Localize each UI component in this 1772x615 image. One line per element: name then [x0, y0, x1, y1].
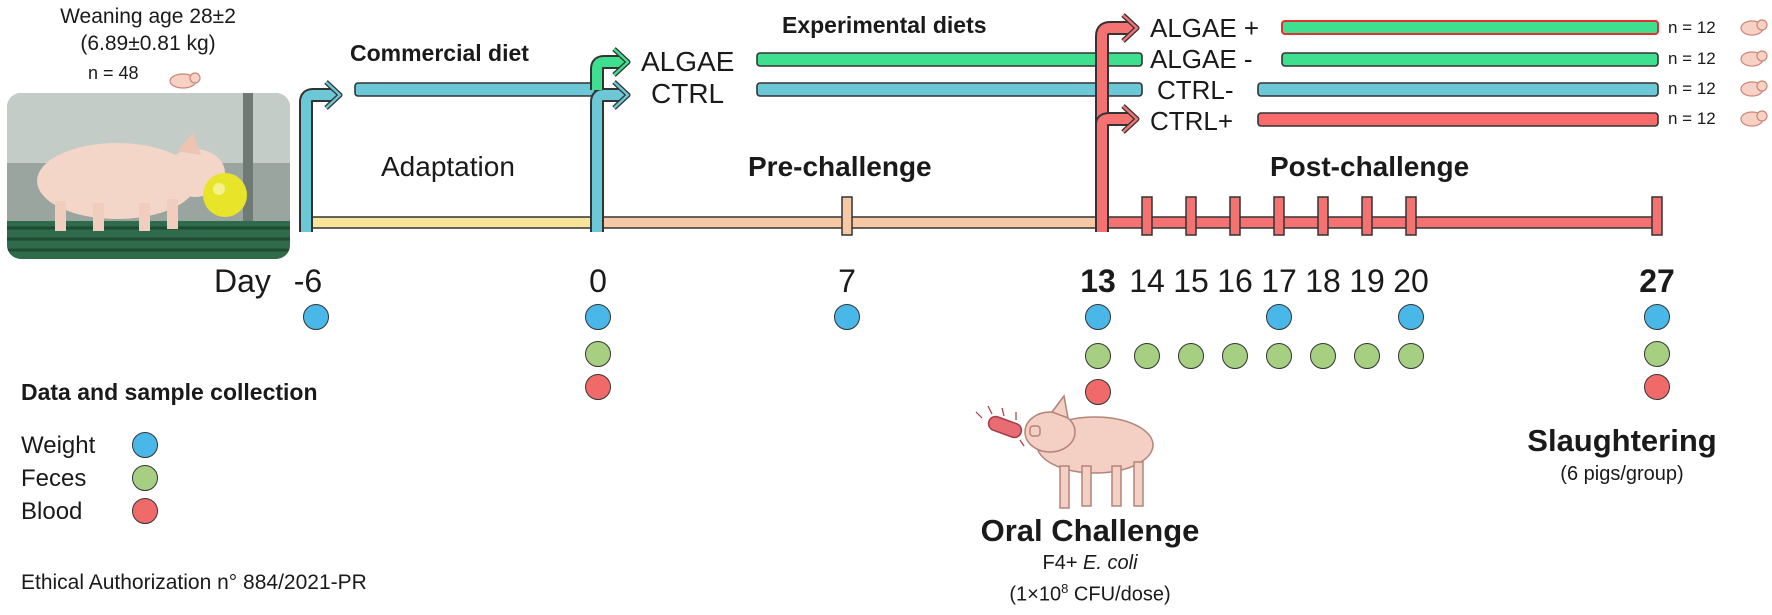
- day-label: 7: [838, 263, 856, 299]
- feces-dot: [1354, 343, 1380, 369]
- day-label: 27: [1639, 263, 1675, 299]
- pre-group-ctrl-label: CTRL: [651, 78, 725, 109]
- post-challenge-label: Post-challenge: [1270, 151, 1470, 182]
- weight-dot: [1085, 304, 1111, 330]
- tick-day-18: [1317, 196, 1329, 236]
- day-label: 18: [1305, 263, 1341, 299]
- feces-dot: [1222, 343, 1248, 369]
- tick-day-14: [1141, 196, 1153, 236]
- ctrl-diet-bar: [756, 82, 1143, 97]
- day-label: 15: [1173, 263, 1209, 299]
- feces-dot: [1134, 343, 1160, 369]
- pig-icon: [1740, 19, 1768, 36]
- challenge-strain: F4+ E. coli: [1042, 552, 1138, 574]
- day-label: 16: [1217, 263, 1253, 299]
- group-bar-ctrl-plus: [1257, 112, 1659, 127]
- pre-group-algae-label: ALGAE: [641, 46, 735, 77]
- weaning-weight-text: (6.89±0.81 kg): [80, 32, 216, 55]
- legend-blood-label: Blood: [21, 498, 83, 525]
- day-axis-label: Day: [214, 263, 271, 299]
- slaughtering-title: Slaughtering: [1527, 423, 1717, 458]
- feces-dot: [1398, 343, 1424, 369]
- weight-dot: [1266, 304, 1292, 330]
- tick-day-19: [1361, 196, 1373, 236]
- day-label: 20: [1393, 263, 1429, 299]
- commercial-diet-bar: [354, 82, 596, 97]
- adaptation-line: [311, 216, 594, 229]
- weight-dot: [303, 304, 329, 330]
- weight-dot: [834, 304, 860, 330]
- feces-dot: [1085, 343, 1111, 369]
- weight-dot: [1398, 304, 1424, 330]
- legend-weight-dot: [132, 432, 158, 458]
- slaughtering-note: (6 pigs/group): [1560, 463, 1684, 485]
- ethics-text: Ethical Authorization n° 884/2021-PR: [21, 571, 367, 594]
- legend-blood-dot: [132, 498, 158, 524]
- piglet-photo: [7, 93, 290, 259]
- tick-day-17: [1273, 196, 1285, 236]
- group-label-ctrl-minus: CTRL-: [1157, 75, 1234, 105]
- commercial-diet-label: Commercial diet: [350, 40, 529, 66]
- pig-icon: [169, 72, 201, 89]
- feces-dot: [1644, 341, 1670, 367]
- weaning-age-text: Weaning age 28±2: [60, 5, 236, 28]
- day-label: 14: [1129, 263, 1165, 299]
- post-challenge-line: [1096, 216, 1658, 229]
- tick-day-27: [1651, 196, 1663, 236]
- pig-illustration: [1024, 394, 1154, 509]
- day-label: 17: [1261, 263, 1297, 299]
- legend-feces-dot: [132, 465, 158, 491]
- blood-dot: [585, 374, 611, 400]
- pig-icon: [1740, 110, 1768, 127]
- day-label: 19: [1349, 263, 1385, 299]
- feces-dot: [1178, 343, 1204, 369]
- pig-icon: [1740, 80, 1768, 97]
- group-label-algae-minus: ALGAE -: [1150, 44, 1253, 74]
- pre-challenge-label: Pre-challenge: [748, 151, 932, 182]
- feces-dot: [1266, 343, 1292, 369]
- adaptation-label: Adaptation: [381, 151, 515, 182]
- feces-dot: [1310, 343, 1336, 369]
- group-label-algae-plus: ALGAE +: [1150, 13, 1260, 43]
- weight-dot: [1644, 304, 1670, 330]
- experimental-diets-label: Experimental diets: [782, 12, 987, 38]
- day-label: 0: [589, 263, 607, 299]
- tick-day-7: [841, 196, 853, 236]
- tick-day-16: [1229, 196, 1241, 236]
- group-bar-algae-minus: [1281, 52, 1659, 67]
- oral-challenge-title: Oral Challenge: [980, 513, 1200, 548]
- day-label: 13: [1080, 263, 1116, 299]
- group-n-algae-minus: n = 12: [1668, 49, 1716, 68]
- legend-weight-label: Weight: [21, 432, 96, 459]
- group-n-ctrl-minus: n = 12: [1668, 79, 1716, 98]
- blood-dot: [1085, 379, 1111, 405]
- group-bar-ctrl-minus: [1257, 82, 1659, 97]
- legend-feces-label: Feces: [21, 465, 87, 492]
- feces-dot: [585, 341, 611, 367]
- legend-title: Data and sample collection: [21, 379, 318, 405]
- pig-icon: [1740, 50, 1768, 67]
- algae-diet-bar: [756, 52, 1143, 67]
- challenge-dose: (1×108 CFU/dose): [1009, 581, 1171, 606]
- group-label-ctrl-plus: CTRL+: [1150, 106, 1234, 136]
- tick-day-15: [1185, 196, 1197, 236]
- weight-dot: [585, 304, 611, 330]
- initial-n-text: n = 48: [88, 63, 139, 83]
- tick-day-20: [1405, 196, 1417, 236]
- day-label: -6: [293, 263, 323, 299]
- group-n-ctrl-plus: n = 12: [1668, 109, 1716, 128]
- blood-dot: [1644, 374, 1670, 400]
- group-n-algae-plus: n = 12: [1668, 18, 1716, 37]
- group-bar-algae-plus: [1281, 20, 1659, 35]
